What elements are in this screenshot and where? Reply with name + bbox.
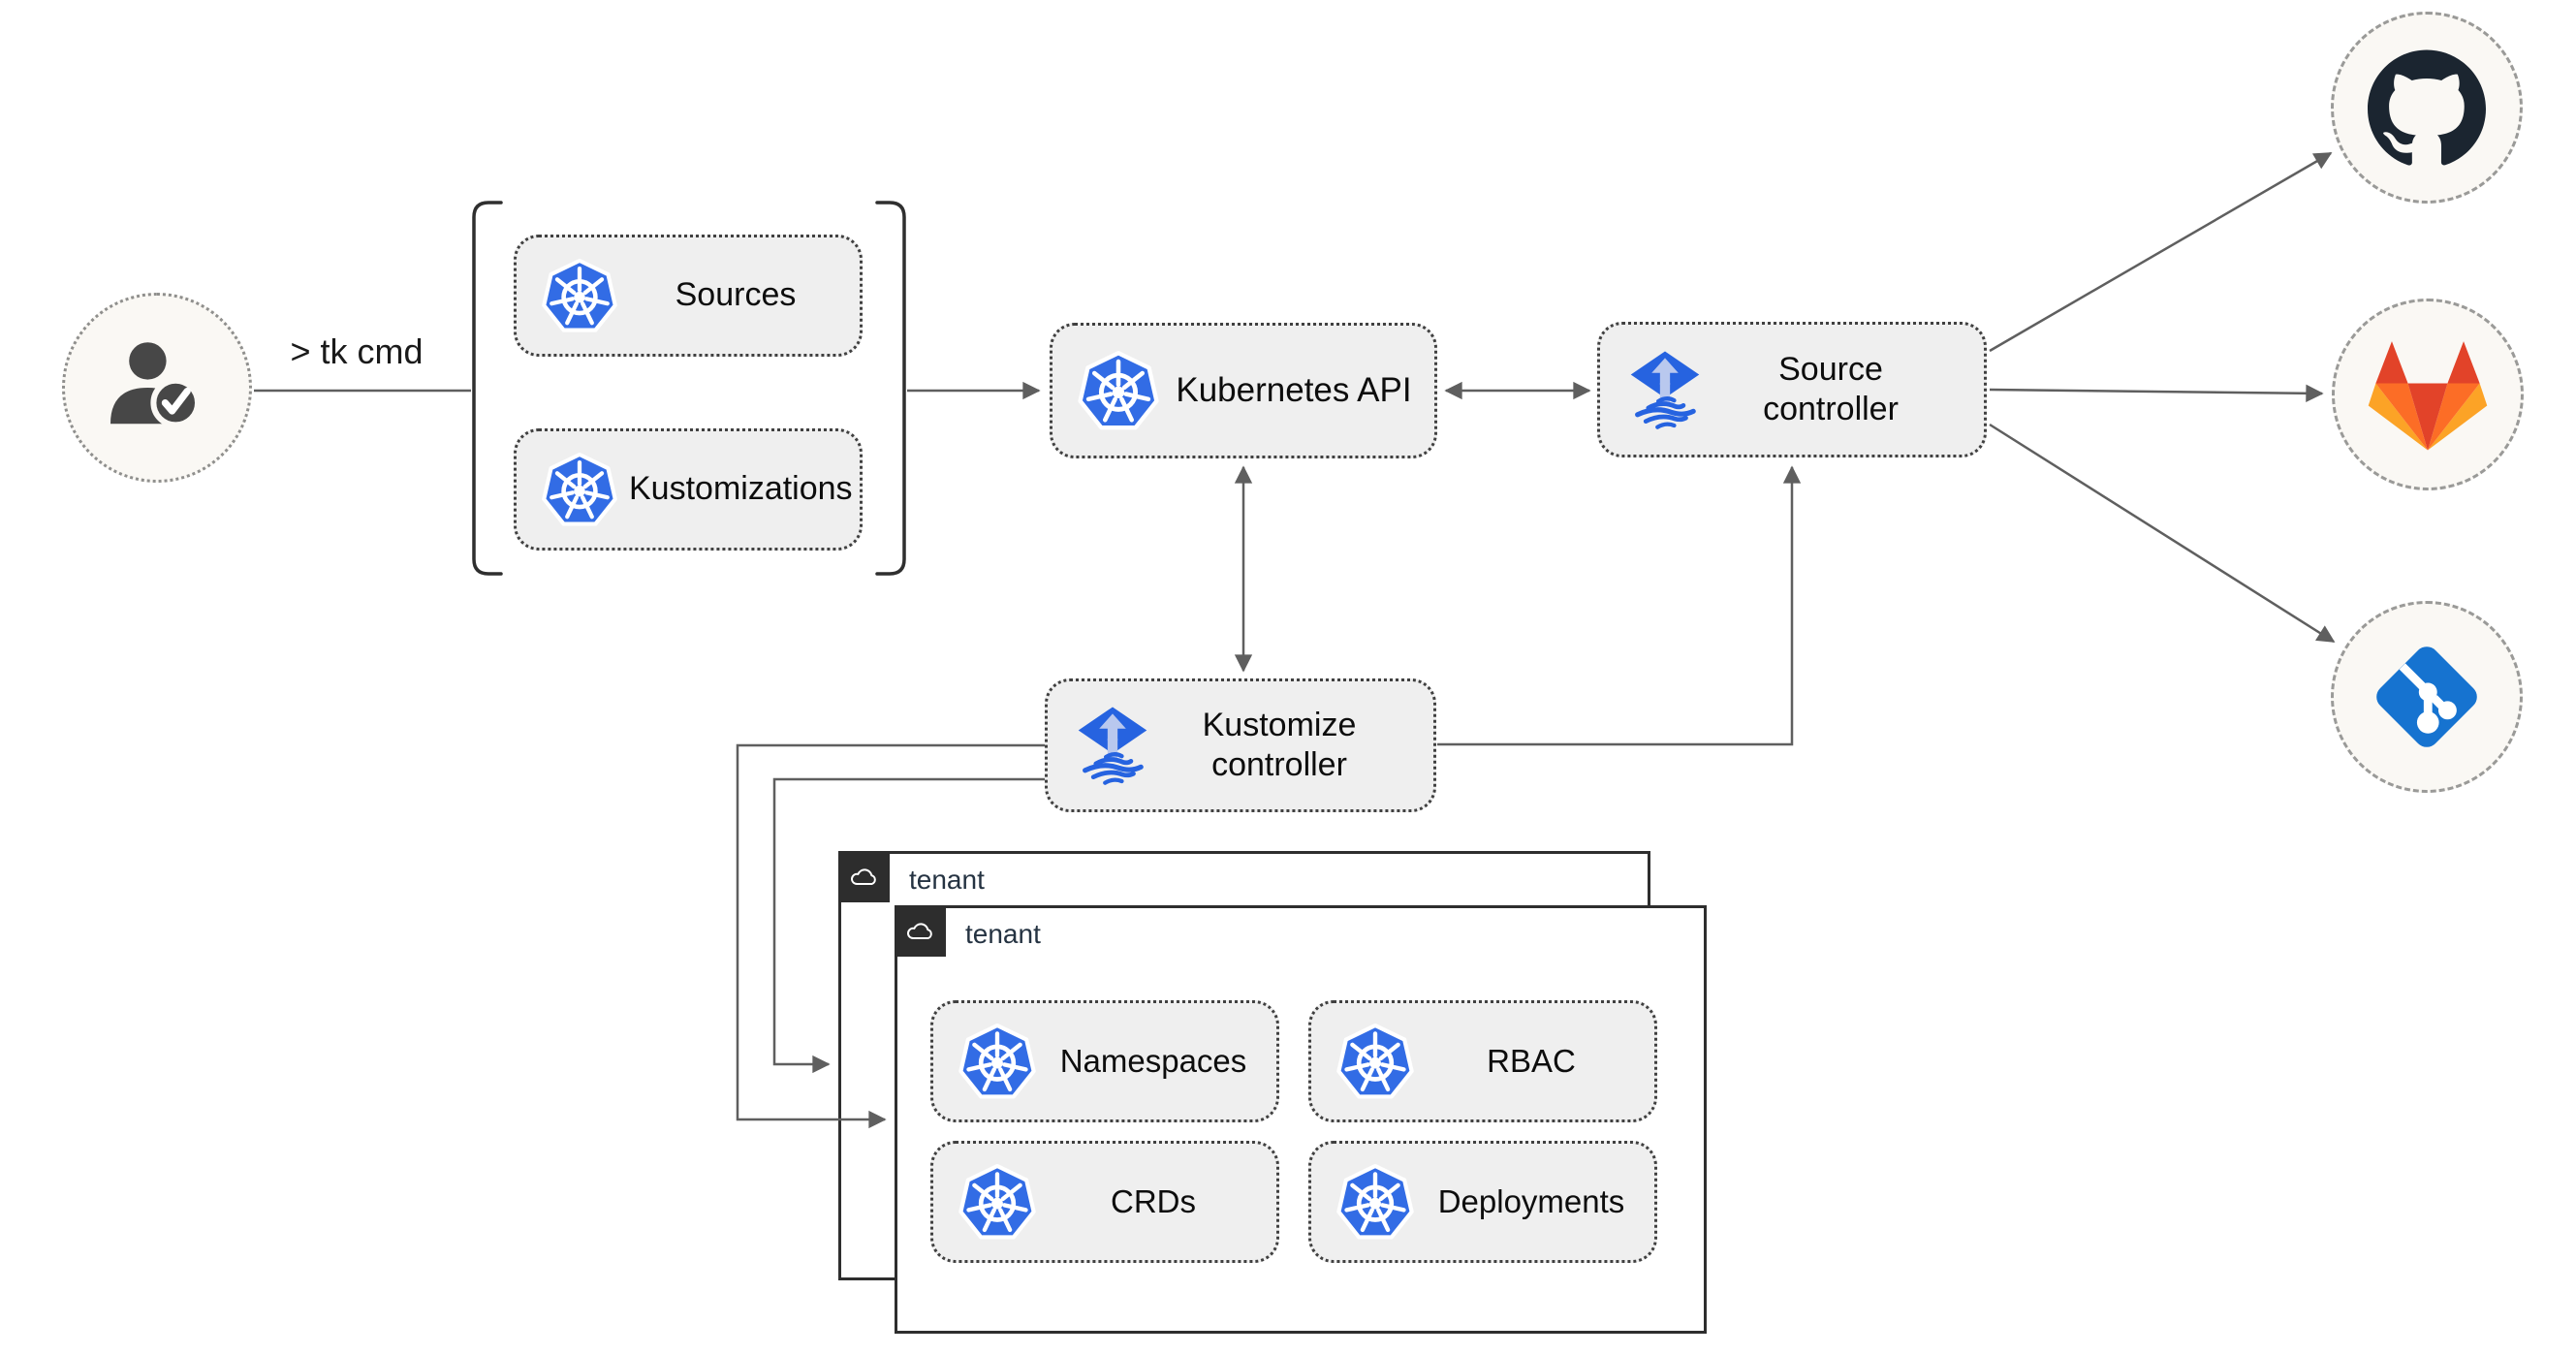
connector-source-to-git (1989, 423, 2336, 644)
tk-cmd-label: > tk cmd (290, 331, 424, 371)
git-icon (2376, 646, 2477, 747)
sources-label: Sources (675, 276, 797, 314)
gitlab-icon (2368, 341, 2488, 451)
cloud-icon (851, 867, 876, 885)
deployments-node: Deployments (1308, 1141, 1657, 1263)
deployments-label: Deployments (1437, 1182, 1625, 1219)
bracket-left (472, 201, 503, 576)
rbac-label: RBAC (1487, 1042, 1576, 1079)
cloud-icon (907, 922, 932, 939)
kubernetes-api-label: Kubernetes API (1176, 370, 1412, 409)
kubernetes-icon (957, 1021, 1038, 1102)
kustomizations-label: Kustomizations (629, 470, 853, 508)
kustomize-controller-label: Kustomize controller (1202, 706, 1357, 783)
bracket-right (875, 201, 906, 576)
connector-source-to-gitlab (1989, 384, 2324, 402)
kubernetes-icon (1335, 1021, 1416, 1102)
user-circle (62, 293, 252, 483)
kubernetes-api-node: Kubernetes API (1050, 323, 1437, 458)
namespaces-node: Namespaces (930, 1000, 1279, 1122)
flux-icon (1071, 704, 1154, 787)
sources-node: Sources (514, 235, 863, 357)
tenant-badge (838, 851, 890, 902)
kubernetes-icon (1335, 1161, 1416, 1243)
source-controller-label: Source controller (1763, 350, 1899, 427)
kustomizations-node: Kustomizations (514, 428, 863, 551)
namespaces-label: Namespaces (1059, 1042, 1247, 1079)
kustomize-controller-node: Kustomize controller (1045, 678, 1436, 812)
kubernetes-icon (540, 256, 619, 335)
user-check-icon (110, 342, 201, 428)
tenant-label: tenant (909, 865, 985, 895)
rbac-node: RBAC (1308, 1000, 1657, 1122)
github-icon (2368, 49, 2486, 166)
git-repo-circle (2331, 601, 2523, 793)
kubernetes-icon (540, 450, 619, 529)
kubernetes-icon (957, 1161, 1038, 1243)
kubernetes-icon (1076, 348, 1161, 433)
connector-kustomize-to-source-controller (1437, 465, 1802, 746)
tenant-badge (895, 905, 946, 957)
github-repo-circle (2331, 12, 2523, 204)
source-controller-node: Source controller (1597, 322, 1987, 457)
connector-source-to-github (1989, 151, 2333, 353)
flux-icon (1623, 348, 1707, 431)
crds-node: CRDs (930, 1141, 1279, 1263)
gitlab-repo-circle (2332, 299, 2524, 490)
crds-label: CRDs (1111, 1182, 1196, 1219)
tenant-label: tenant (965, 919, 1041, 949)
